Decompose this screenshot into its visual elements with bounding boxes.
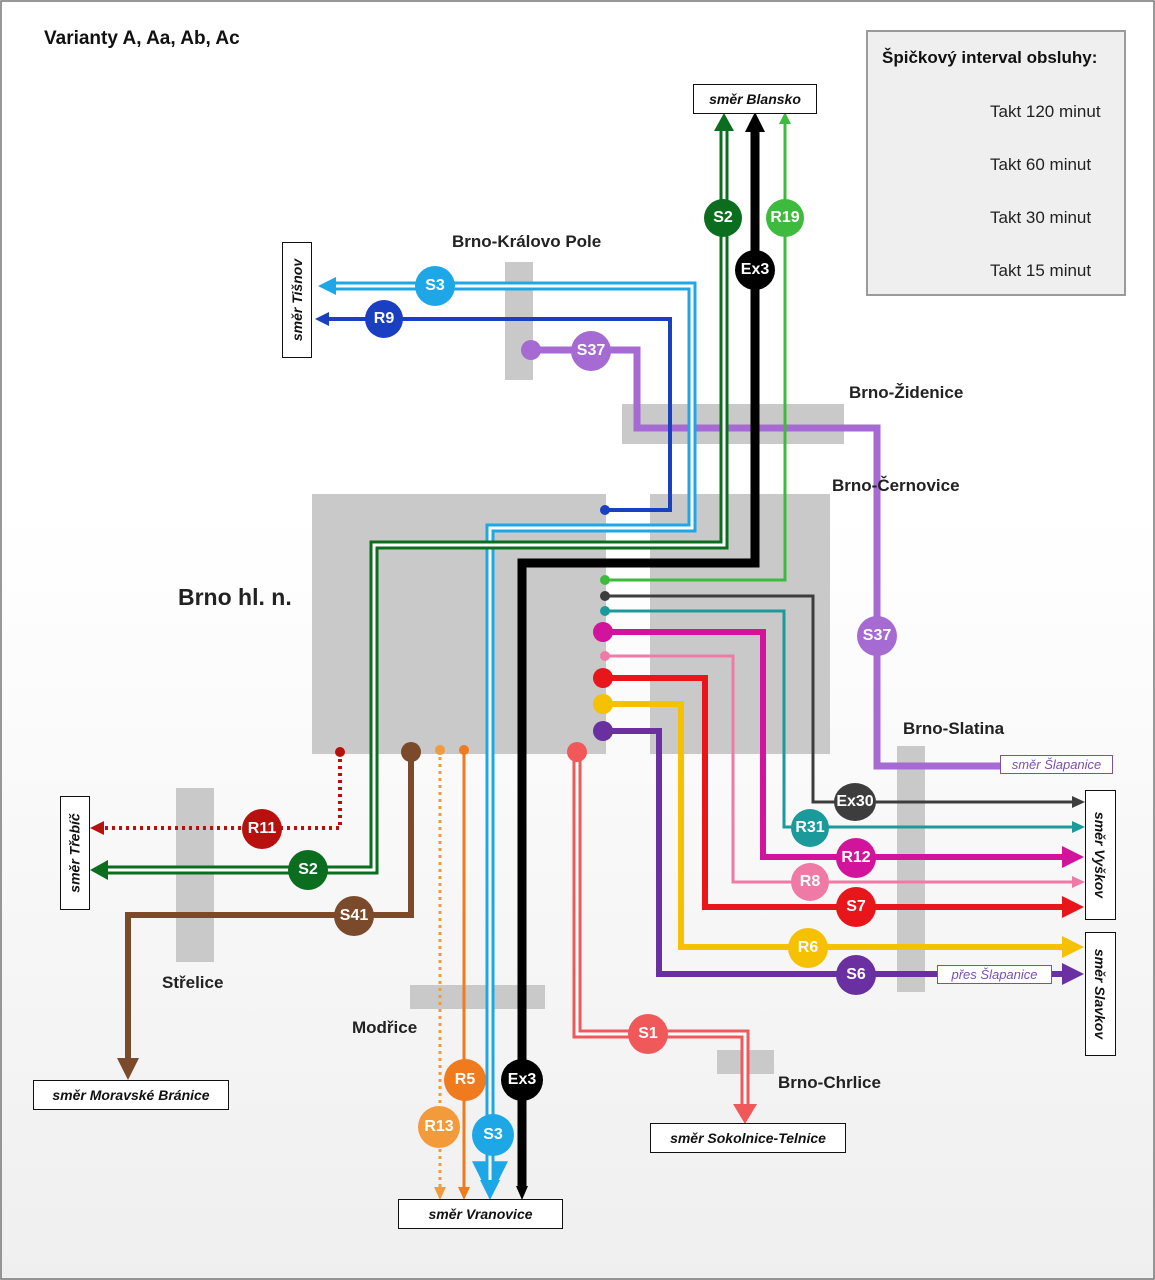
badge-r13[interactable]: R13	[418, 1106, 460, 1148]
line-ex30	[605, 594, 1075, 804]
badge-s3-north[interactable]: S3	[415, 266, 455, 306]
legend-item-30: Takt 30 minut	[990, 208, 1092, 227]
diagram-title: Varianty A, Aa, Ab, Ac	[44, 28, 240, 49]
badge-r19[interactable]: R19	[766, 199, 804, 237]
direction-trebic: směr Třebíč	[60, 796, 90, 910]
line-r19	[604, 120, 787, 582]
via-slapanice-tag: přes Šlapanice	[937, 965, 1052, 984]
direction-vyskov: směr Vyškov	[1085, 790, 1116, 920]
station-chrlice: Brno-Chrlice	[778, 1073, 881, 1092]
station-strelice: Střelice	[162, 973, 224, 992]
direction-vranovice-label: směr Vranovice	[428, 1206, 533, 1222]
badge-s3-south[interactable]: S3	[472, 1114, 514, 1156]
direction-tisnov: směr Tišnov	[282, 242, 312, 358]
station-brno-hl-n: Brno hl. n.	[178, 584, 292, 610]
direction-vyskov-label: směr Vyškov	[1092, 811, 1109, 899]
badge-s37-north[interactable]: S37	[571, 331, 611, 371]
badge-r31[interactable]: R31	[791, 809, 829, 847]
block-brno-hl-n-right	[650, 494, 830, 754]
legend-box: Špičkový interval obsluhy: Takt 120 minu…	[866, 30, 1126, 296]
legend-item-60: Takt 60 minut	[990, 155, 1092, 174]
direction-sokolnice-label: směr Sokolnice-Telnice	[670, 1130, 826, 1146]
badge-ex3-south[interactable]: Ex3	[501, 1059, 543, 1101]
badge-s2-north[interactable]: S2	[704, 199, 742, 237]
direction-moravske-branice-label: směr Moravské Bránice	[52, 1087, 210, 1103]
badge-s37-east[interactable]: S37	[857, 616, 897, 656]
block-zidenice	[622, 404, 844, 444]
legend-item-15: Takt 15 minut	[990, 261, 1092, 280]
badge-r12[interactable]: R12	[836, 838, 876, 878]
station-cernovice: Brno-Černovice	[832, 476, 960, 495]
block-strelice	[176, 788, 214, 962]
badge-s7[interactable]: S7	[836, 887, 876, 927]
line-r12	[603, 629, 1066, 860]
direction-blansko: směr Blansko	[693, 84, 817, 114]
block-brno-hl-n-left	[312, 494, 606, 754]
legend-item-120: Takt 120 minut	[990, 102, 1101, 121]
station-kralovo-pole: Brno-Královo Pole	[452, 232, 602, 251]
badge-s2-west[interactable]: S2	[288, 850, 328, 890]
legend-title: Špičkový interval obsluhy:	[882, 48, 1098, 67]
station-modrice: Modřice	[352, 1018, 418, 1037]
direction-moravske-branice: směr Moravské Bránice	[33, 1080, 229, 1110]
line-s41	[125, 752, 414, 1062]
badge-r11[interactable]: R11	[242, 809, 282, 849]
line-s7	[603, 675, 1066, 910]
badge-s41[interactable]: S41	[334, 896, 374, 936]
line-s37-start	[521, 340, 541, 360]
badge-s1[interactable]: S1	[628, 1014, 668, 1054]
direction-vranovice: směr Vranovice	[398, 1199, 563, 1229]
direction-slavkov-label: směr Slavkov	[1092, 948, 1109, 1040]
block-slatina	[897, 746, 925, 992]
badge-s6[interactable]: S6	[836, 955, 876, 995]
badge-ex3-north[interactable]: Ex3	[735, 250, 775, 290]
line-r8	[605, 654, 1075, 884]
badge-ex30[interactable]: Ex30	[834, 783, 876, 821]
line-r9	[325, 317, 672, 512]
station-zidenice: Brno-Židenice	[849, 383, 964, 402]
badge-r5[interactable]: R5	[444, 1059, 486, 1101]
line-r6	[603, 701, 1066, 950]
badge-r8[interactable]: R8	[791, 863, 829, 901]
line-r31	[605, 609, 1075, 829]
direction-tisnov-label: směr Tišnov	[289, 258, 306, 342]
direction-trebic-label: směr Třebíč	[67, 813, 83, 893]
badge-r9[interactable]: R9	[365, 300, 403, 338]
line-r11	[100, 752, 342, 830]
direction-slavkov: směr Slavkov	[1085, 932, 1116, 1056]
direction-sokolnice-telnice: směr Sokolnice-Telnice	[650, 1123, 846, 1153]
station-slatina: Brno-Slatina	[903, 719, 1005, 738]
badge-r6[interactable]: R6	[788, 928, 828, 968]
direction-slapanice: směr Šlapanice	[1000, 755, 1113, 774]
direction-blansko-label: směr Blansko	[709, 91, 801, 107]
